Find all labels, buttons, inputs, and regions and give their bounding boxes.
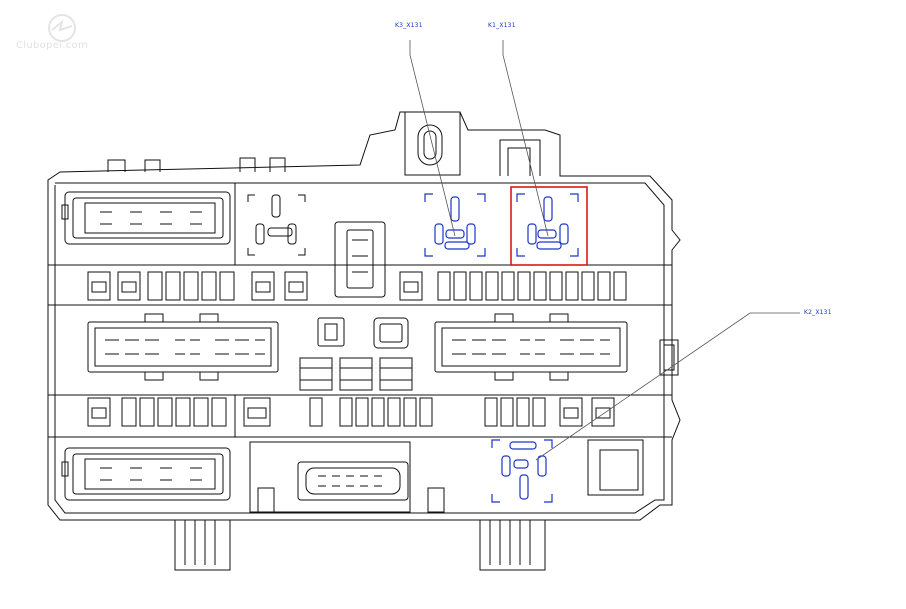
callout-k1-label: K1_X131 [488, 22, 516, 29]
connector-middle-right [434, 313, 628, 381]
watermark-logo-text: Clubopel.com [16, 40, 88, 51]
watermark-logo-icon [48, 14, 76, 42]
connector-bottom-center [249, 441, 445, 513]
connector-top-left [61, 191, 231, 245]
relay-k2 [491, 439, 553, 503]
component-bottom-right [587, 439, 644, 496]
leader-line-k2 [535, 312, 800, 461]
callout-k3-label: K3_X131 [395, 22, 423, 29]
leader-line-k1 [502, 40, 549, 237]
central-block [299, 221, 413, 391]
fuse-row-upper [87, 271, 627, 301]
connector-bottom-left [61, 447, 231, 501]
relay-k1 [516, 193, 579, 257]
fuse-row-lower [87, 397, 615, 427]
housing-outline [47, 111, 681, 521]
leader-line-k3 [409, 40, 456, 237]
callout-k2-label: K2_X131 [804, 309, 832, 316]
connector-middle-left [87, 313, 279, 381]
selection-box-k1 [510, 186, 588, 266]
relay-unlabeled [247, 194, 306, 256]
relay-k3 [424, 193, 486, 257]
